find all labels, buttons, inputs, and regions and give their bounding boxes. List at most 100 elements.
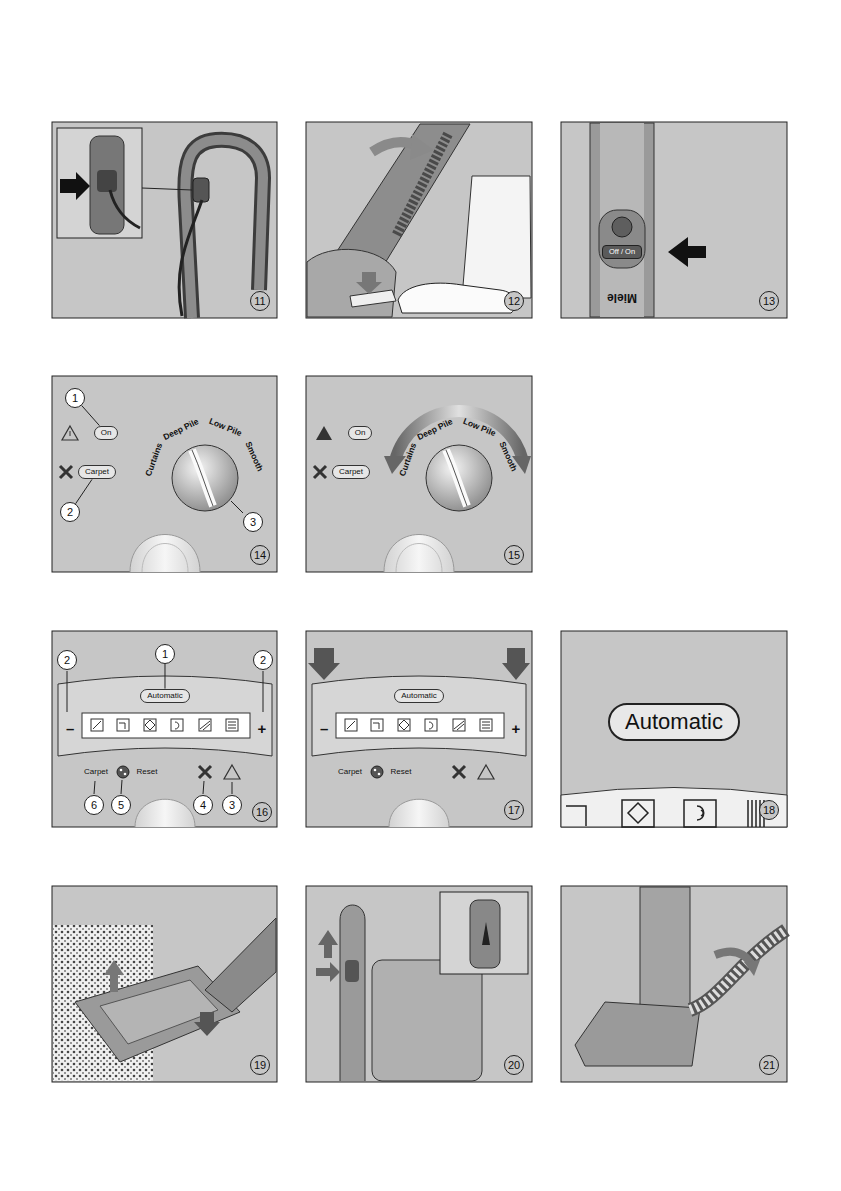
handle-cord-illustration [185,140,263,318]
node-text: 14 [254,549,266,561]
display-buttons-illustration [308,648,340,680]
indicator-label: Reset [137,768,158,777]
handle-release-illustration [345,960,359,982]
display-buttons-illustration [374,769,377,772]
automatic-button: Automatic [608,703,740,741]
brand-logo: Miele [607,291,637,304]
display-panel-illustration [263,671,264,712]
node-text: On [101,429,112,438]
callout-number: 3 [243,512,263,532]
callout-number: 1 [155,644,175,664]
figure-number: 20 [504,1055,524,1075]
carpet-floorhead-illustration [53,918,276,1081]
display-panel-illustration [94,781,95,794]
display-panel-illustration [175,722,179,729]
node-text: 5 [118,799,124,811]
callout-number: 4 [193,795,213,815]
node-text: Carpet [339,468,363,477]
handle-release-illustration [340,905,365,1081]
dial-panel-illustration [70,431,71,436]
dial-turn-illustration [446,450,467,506]
node-text: 3 [250,516,256,528]
figure-number: 15 [504,545,524,565]
figure-number: 19 [250,1055,270,1075]
node-text: 6 [91,799,97,811]
display-panel-illustration [117,719,129,731]
dial-turn-illustration [384,535,454,573]
indicator-label: Reset [391,768,412,777]
display-buttons-illustration [453,766,465,778]
node-text: Carpet [85,468,109,477]
plus-sign: + [512,721,521,738]
indicator-label: Carpet [84,768,108,777]
panel-frames [306,886,532,1082]
callout-number: 3 [222,795,242,815]
display-panel-illustration [232,782,233,794]
display-buttons-illustration [371,766,383,778]
dial-panel-illustration [231,501,243,513]
automatic-closeup-illustration [566,806,586,826]
display-panel-illustration [121,780,122,794]
handle-cord-illustration [193,178,209,202]
indicator-label: Carpet [338,768,362,777]
panel-frames [561,886,787,1082]
dial-turn-illustration [426,445,492,511]
handle-release-illustration [318,930,338,958]
display-panel-illustration [200,721,210,730]
panel-frames [561,631,787,827]
pedal-illustration [410,134,434,160]
control-button: Carpet [78,465,116,480]
leader-line [82,405,100,425]
control-button: Carpet [332,465,370,480]
display-panel-illustration [226,719,238,731]
callout-number: 2 [57,650,77,670]
figure-number: 21 [759,1055,779,1075]
node-text: 18 [763,804,775,816]
callout-number: 5 [111,795,131,815]
node-text: 15 [508,549,520,561]
callout-number: 2 [60,502,80,522]
panel-frames [52,631,277,827]
display-buttons-illustration [336,713,504,738]
panel-frames [306,631,532,827]
node-text: 13 [763,295,775,307]
control-button: Automatic [140,689,190,704]
display-panel-illustration [58,671,272,827]
display-buttons-illustration [502,648,530,680]
pedal-illustration [330,124,470,268]
node-text: 20 [508,1059,520,1071]
automatic-closeup-illustration [561,788,787,828]
pedal-illustration [356,272,382,294]
node-text: 21 [763,1059,775,1071]
figure-number: 17 [504,800,524,820]
handle-cord-illustration [57,128,263,318]
node-text: 11 [254,295,265,307]
handle-release-illustration [316,962,340,982]
node-text: Automatic [147,692,183,701]
node-text: 1 [72,392,78,404]
panel-frames [306,376,532,572]
minus-sign: – [66,721,74,738]
display-panel-illustration [171,719,183,731]
display-buttons-illustration [429,722,433,729]
display-buttons-illustration [378,773,381,776]
automatic-closeup-illustration [684,800,716,827]
node-text: Off / On [609,248,635,256]
panel-frames [52,122,277,318]
leader-line [164,664,165,689]
node-text: 17 [508,804,520,816]
handle-cord-illustration [185,140,263,318]
panel-frames [561,122,787,318]
handle-cord-illustration [179,200,202,316]
display-buttons-illustration [389,799,449,827]
callout-number: 6 [84,795,104,815]
pedal-illustration [462,176,531,298]
panel-frames [52,376,277,572]
automatic-closeup-illustration [622,800,654,827]
node-text: 2 [64,654,70,666]
handle-release-illustration [482,922,490,945]
control-button: On [348,426,373,441]
display-panel-illustration [124,773,127,776]
node-text: 3 [229,799,235,811]
